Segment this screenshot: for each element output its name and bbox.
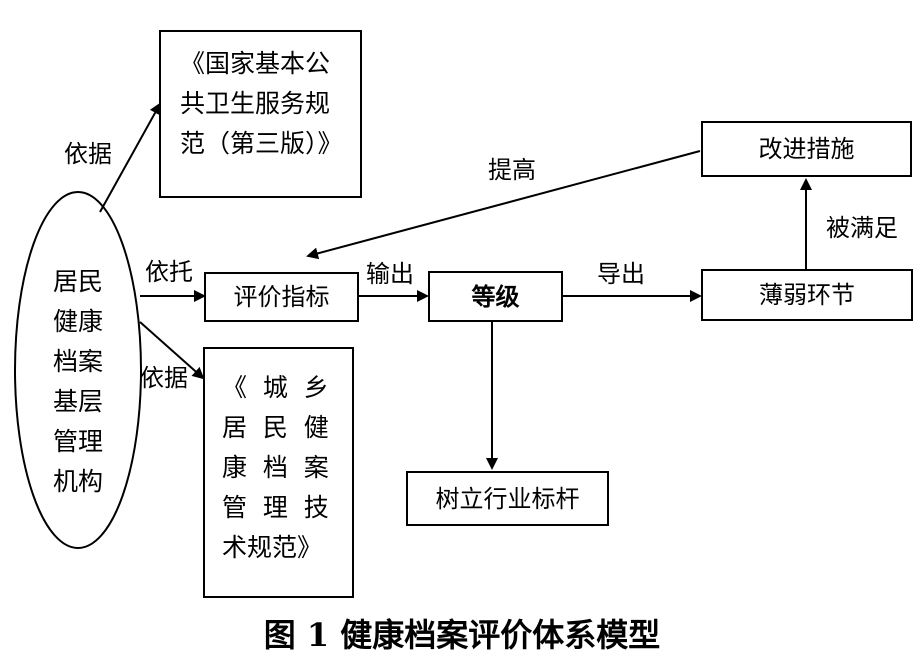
standard2-box xyxy=(203,347,354,598)
edge-label-raise: 提高 xyxy=(488,156,536,184)
indicator-label: 评价指标 xyxy=(233,283,330,311)
standard1-label: 《国家基本公 共卫生服务规 范（第三版）》 xyxy=(180,49,343,158)
standard1-box xyxy=(159,30,362,198)
edge-label-output: 输出 xyxy=(366,260,414,288)
grade-box: 等级 xyxy=(428,271,563,322)
edge-label-satisfied: 被满足 xyxy=(826,214,898,242)
figure-caption: 图 1 健康档案评价体系模型 xyxy=(263,616,661,654)
institution-ellipse xyxy=(14,191,142,549)
arrow-raise xyxy=(306,150,701,260)
standard2-label: 《 城 乡 居 民 健 康 档 案 管 理 技 术规范》 xyxy=(222,373,329,562)
weak-box: 薄弱环节 xyxy=(701,269,913,321)
edge-label-derive: 导出 xyxy=(597,260,645,288)
grade-label: 等级 xyxy=(471,282,520,311)
weak-label: 薄弱环节 xyxy=(759,281,855,309)
benchmark-box: 树立行业标杆 xyxy=(406,471,609,526)
edge-label-basis2: 依据 xyxy=(140,364,188,392)
edge-label-basis1: 依据 xyxy=(64,140,112,168)
arrow-to-standard2 xyxy=(139,321,205,380)
improve-box: 改进措施 xyxy=(701,121,912,177)
benchmark-label: 树立行业标杆 xyxy=(435,484,580,513)
arrow-to-standard1 xyxy=(99,102,161,213)
institution-label: 居民 健康 档案 基层 管理 机构 xyxy=(52,267,103,496)
indicator-box: 评价指标 xyxy=(204,272,359,322)
improve-label: 改进措施 xyxy=(758,135,855,163)
edge-label-rely: 依托 xyxy=(145,258,193,286)
